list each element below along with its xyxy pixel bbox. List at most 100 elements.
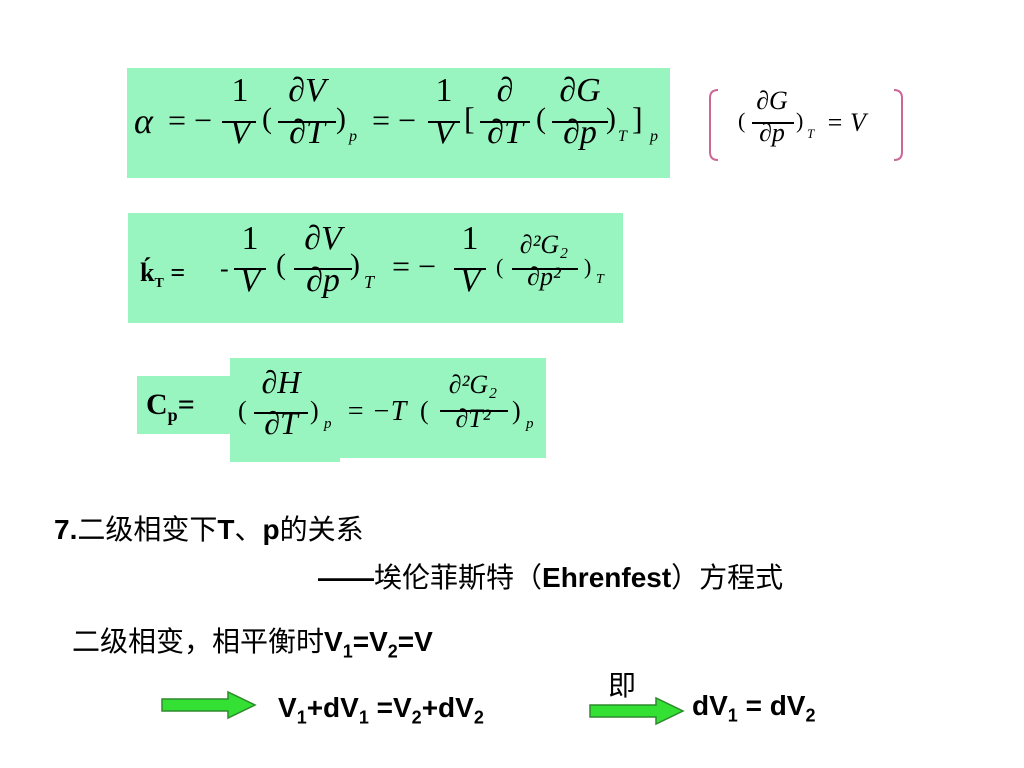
- statement-V: V: [324, 626, 343, 657]
- derivation-a-eq: =V: [368, 692, 412, 723]
- section-heading-text: 二级相变下: [77, 513, 218, 546]
- alpha-eq1: = −: [168, 102, 213, 138]
- alpha-dfrac1-num: ∂V: [288, 72, 326, 109]
- side-rpar: ): [796, 108, 804, 133]
- alpha-frac2-bar: [428, 121, 460, 123]
- cp-rpar2: ): [512, 396, 521, 425]
- kappa-lpar2: (: [496, 254, 504, 279]
- kappa-frac1: 1 V: [232, 220, 268, 300]
- statement-line: 二级相变，相平衡时V1=V2=V: [72, 620, 433, 663]
- cp-equation-box-b: [340, 358, 546, 458]
- kappa-label: ḱT =: [140, 258, 185, 292]
- alpha-dfrac3-num: ∂G: [559, 72, 601, 109]
- cp-label-eq: =: [177, 388, 195, 421]
- alpha-dfrac1-bar: [278, 121, 336, 123]
- alpha-dfrac2-bar: [480, 121, 530, 123]
- side-right-bracket: [893, 89, 903, 161]
- cp-dfrac2-num: ∂²G₂: [448, 370, 498, 399]
- alpha-dfrac3-den: ∂p: [563, 114, 597, 151]
- kappa-frac1-den: V: [239, 262, 261, 299]
- statement-text: 二级相变，相平衡时: [72, 625, 325, 658]
- statement-s1: 1: [342, 641, 353, 662]
- section-subtitle: ——埃伦菲斯特（Ehrenfest）方程式: [318, 556, 783, 596]
- kappa-frac2-bar: [454, 268, 486, 270]
- alpha-dfrac1-den: ∂T: [289, 114, 325, 151]
- alpha-rpar1: ): [336, 102, 346, 135]
- cp-sub1: p: [324, 416, 332, 432]
- cp-dfrac2-bar: [440, 410, 508, 412]
- side-frac-num: ∂G: [756, 86, 788, 115]
- derivation-b-dV: dV: [692, 690, 728, 721]
- cp-dfrac2: ∂²G₂ ∂T²: [432, 370, 514, 434]
- section-subtitle-en: Ehrenfest: [542, 562, 672, 593]
- kappa-frac1-bar: [234, 268, 266, 270]
- statement-s2: 2: [387, 641, 398, 662]
- section-heading: 7.二级相变下T、p的关系: [54, 508, 364, 548]
- alpha-frac2-den: V: [433, 114, 455, 151]
- statement-eq2: =V: [397, 626, 433, 657]
- side-frac-bar: [752, 122, 794, 124]
- kappa-frac2-den: V: [459, 262, 481, 299]
- cp-label-symbol: C: [146, 388, 168, 421]
- kappa-sub1: T: [364, 272, 375, 292]
- kappa-lpar1: (: [276, 248, 286, 281]
- alpha-frac2: 1 V: [426, 72, 462, 152]
- kappa-dfrac2-bar: [512, 268, 578, 270]
- side-frac: ∂G ∂p: [748, 86, 796, 148]
- derivation-a-V: V: [278, 692, 297, 723]
- section-subtitle-text: 埃伦菲斯特（: [374, 561, 543, 594]
- derivation-a-s1: 1: [296, 707, 307, 728]
- kappa-dfrac1: ∂V ∂p: [292, 220, 354, 300]
- kappa-dfrac2: ∂²G₂ ∂p²: [504, 230, 584, 292]
- alpha-dfrac2-den: ∂T: [487, 114, 523, 151]
- alpha-symbol: α: [134, 101, 153, 141]
- section-subtitle-dash: ——: [318, 562, 374, 593]
- alpha-lpar1: (: [262, 102, 272, 135]
- kappa-eq2: = −: [392, 248, 437, 284]
- derivation-left: V1+dV1 =V2+dV2: [278, 692, 484, 729]
- alpha-sub2: p: [650, 128, 658, 145]
- cp-label: Cp=: [146, 388, 195, 426]
- side-eq: = V: [826, 108, 866, 137]
- derivation-ji: 即: [608, 669, 637, 702]
- side-lpar: (: [738, 108, 746, 133]
- kappa-dfrac1-bar: [294, 268, 352, 270]
- cp-label-box: [137, 376, 237, 434]
- alpha-lpar2: (: [536, 102, 546, 135]
- cp-equation-box-a: [230, 358, 340, 462]
- cp-dfrac1: ∂H ∂T: [250, 364, 312, 442]
- alpha-frac2-num: 1: [435, 72, 453, 109]
- kappa-rpar1: ): [350, 248, 360, 281]
- alpha-rpar2: ): [606, 102, 616, 135]
- alpha-dfrac1: ∂V ∂T: [276, 72, 338, 152]
- right-arrow-icon-2: [589, 696, 685, 726]
- cp-rpar1: ): [310, 396, 319, 425]
- alpha-frac1: 1 V: [222, 72, 258, 152]
- section-heading-sep: 、: [234, 513, 263, 546]
- cp-dfrac2-den: ∂T²: [455, 404, 491, 433]
- cp-dfrac1-bar: [254, 412, 308, 414]
- kappa-frac1-num: 1: [241, 220, 259, 257]
- kappa-sub2: T: [596, 272, 604, 287]
- cp-dfrac1-num: ∂H: [261, 364, 301, 400]
- section-subtitle-end: ）方程式: [671, 561, 784, 594]
- kappa-dfrac2-den: ∂p²: [527, 262, 561, 291]
- alpha-dfrac2: ∂ ∂T: [478, 72, 532, 152]
- side-sub: T: [807, 126, 815, 141]
- alpha-subT: T: [618, 128, 627, 145]
- alpha-equation-box: [127, 68, 670, 178]
- alpha-rbracket: ]: [632, 100, 643, 136]
- kappa-rpar2: ): [584, 254, 592, 279]
- alpha-dfrac3: ∂G ∂p: [550, 72, 610, 152]
- derivation-a-s2b: 2: [473, 707, 484, 728]
- kappa-dfrac2-num: ∂²G₂: [519, 230, 569, 259]
- derivation-b-s1: 1: [727, 705, 738, 726]
- right-arrow-icon: [161, 690, 257, 720]
- section-heading-p: p: [262, 514, 280, 545]
- derivation-a-s1b: 1: [358, 707, 369, 728]
- alpha-lbracket: [: [464, 100, 475, 136]
- side-left-bracket: [709, 89, 719, 161]
- alpha-frac1-bar: [222, 121, 256, 123]
- kappa-label-sub: T: [154, 276, 164, 292]
- cp-eq2: = −T: [346, 396, 407, 427]
